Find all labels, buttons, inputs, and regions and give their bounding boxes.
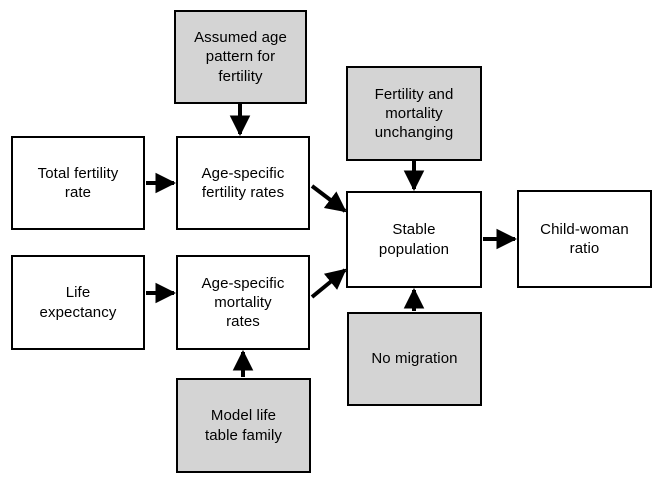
node-label-age-specific-fertility-rates: Age-specific fertility rates <box>201 164 285 201</box>
node-label-model-life-table-family: Model life table family <box>204 407 283 444</box>
node-label-child-woman-ratio: Child-woman ratio <box>540 220 629 257</box>
node-model-life-table-family[interactable]: Model life table family <box>176 378 311 473</box>
node-assumed-age-pattern-for-fertility[interactable]: Assumed age pattern for fertility <box>174 10 307 104</box>
node-label-stable-population: Stable population <box>378 221 450 258</box>
node-age-specific-fertility-rates[interactable]: Age-specific fertility rates <box>176 136 310 230</box>
node-child-woman-ratio[interactable]: Child-woman ratio <box>517 190 652 288</box>
node-label-total-fertility-rate: Total fertility rate <box>37 164 119 201</box>
node-life-expectancy[interactable]: Life expectancy <box>11 255 145 350</box>
node-stable-population[interactable]: Stable population <box>346 191 482 288</box>
node-label-fertility-and-mortality-unchanging: Fertility and mortality unchanging <box>374 85 454 142</box>
node-no-migration[interactable]: No migration <box>347 312 482 406</box>
edge-asmr-to-stable <box>310 268 347 299</box>
node-total-fertility-rate[interactable]: Total fertility rate <box>11 136 145 230</box>
node-age-specific-mortality-rates[interactable]: Age-specific mortality rates <box>176 255 310 350</box>
node-label-life-expectancy: Life expectancy <box>39 284 117 321</box>
node-fertility-and-mortality-unchanging[interactable]: Fertility and mortality unchanging <box>346 66 482 161</box>
node-label-no-migration: No migration <box>371 350 458 368</box>
node-label-age-specific-mortality-rates: Age-specific mortality rates <box>201 274 285 331</box>
node-label-assumed-age-pattern-for-fertility: Assumed age pattern for fertility <box>194 29 287 85</box>
edge-asfr-to-stable <box>310 184 347 213</box>
